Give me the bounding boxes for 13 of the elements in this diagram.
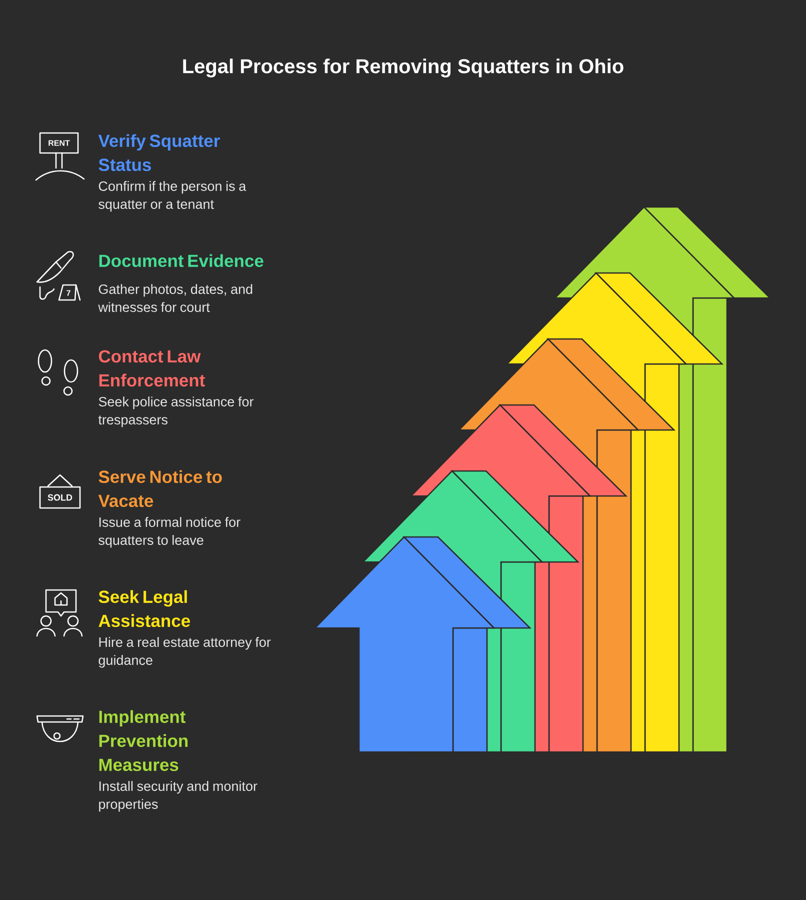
step-description: Gather photos, dates, and witnesses for court xyxy=(98,284,252,312)
step-heading: Document Evidence xyxy=(99,254,264,268)
step-description: Seek police assistance for trespassers xyxy=(98,396,254,428)
step-description: Hire a real estate attorney for guidance xyxy=(98,637,271,668)
step-description: Confirm if the person is a squatter or a tenant xyxy=(98,181,246,212)
step-description: Issue a formal notice for squatters to leave xyxy=(98,517,240,548)
step-description: Install security and monitor properties xyxy=(99,781,258,812)
step-heading: Contact Law Enforcement xyxy=(98,350,205,387)
step-heading: Serve Notice to Vacate xyxy=(98,470,222,508)
step-heading: Implement Prevention Measures xyxy=(99,710,188,772)
title: Legal Process for Removing Squatters in Ohio xyxy=(183,58,624,78)
step-heading: Verify Squatter Status xyxy=(98,134,220,172)
step-heading: Seek Legal Assistance xyxy=(98,590,190,628)
